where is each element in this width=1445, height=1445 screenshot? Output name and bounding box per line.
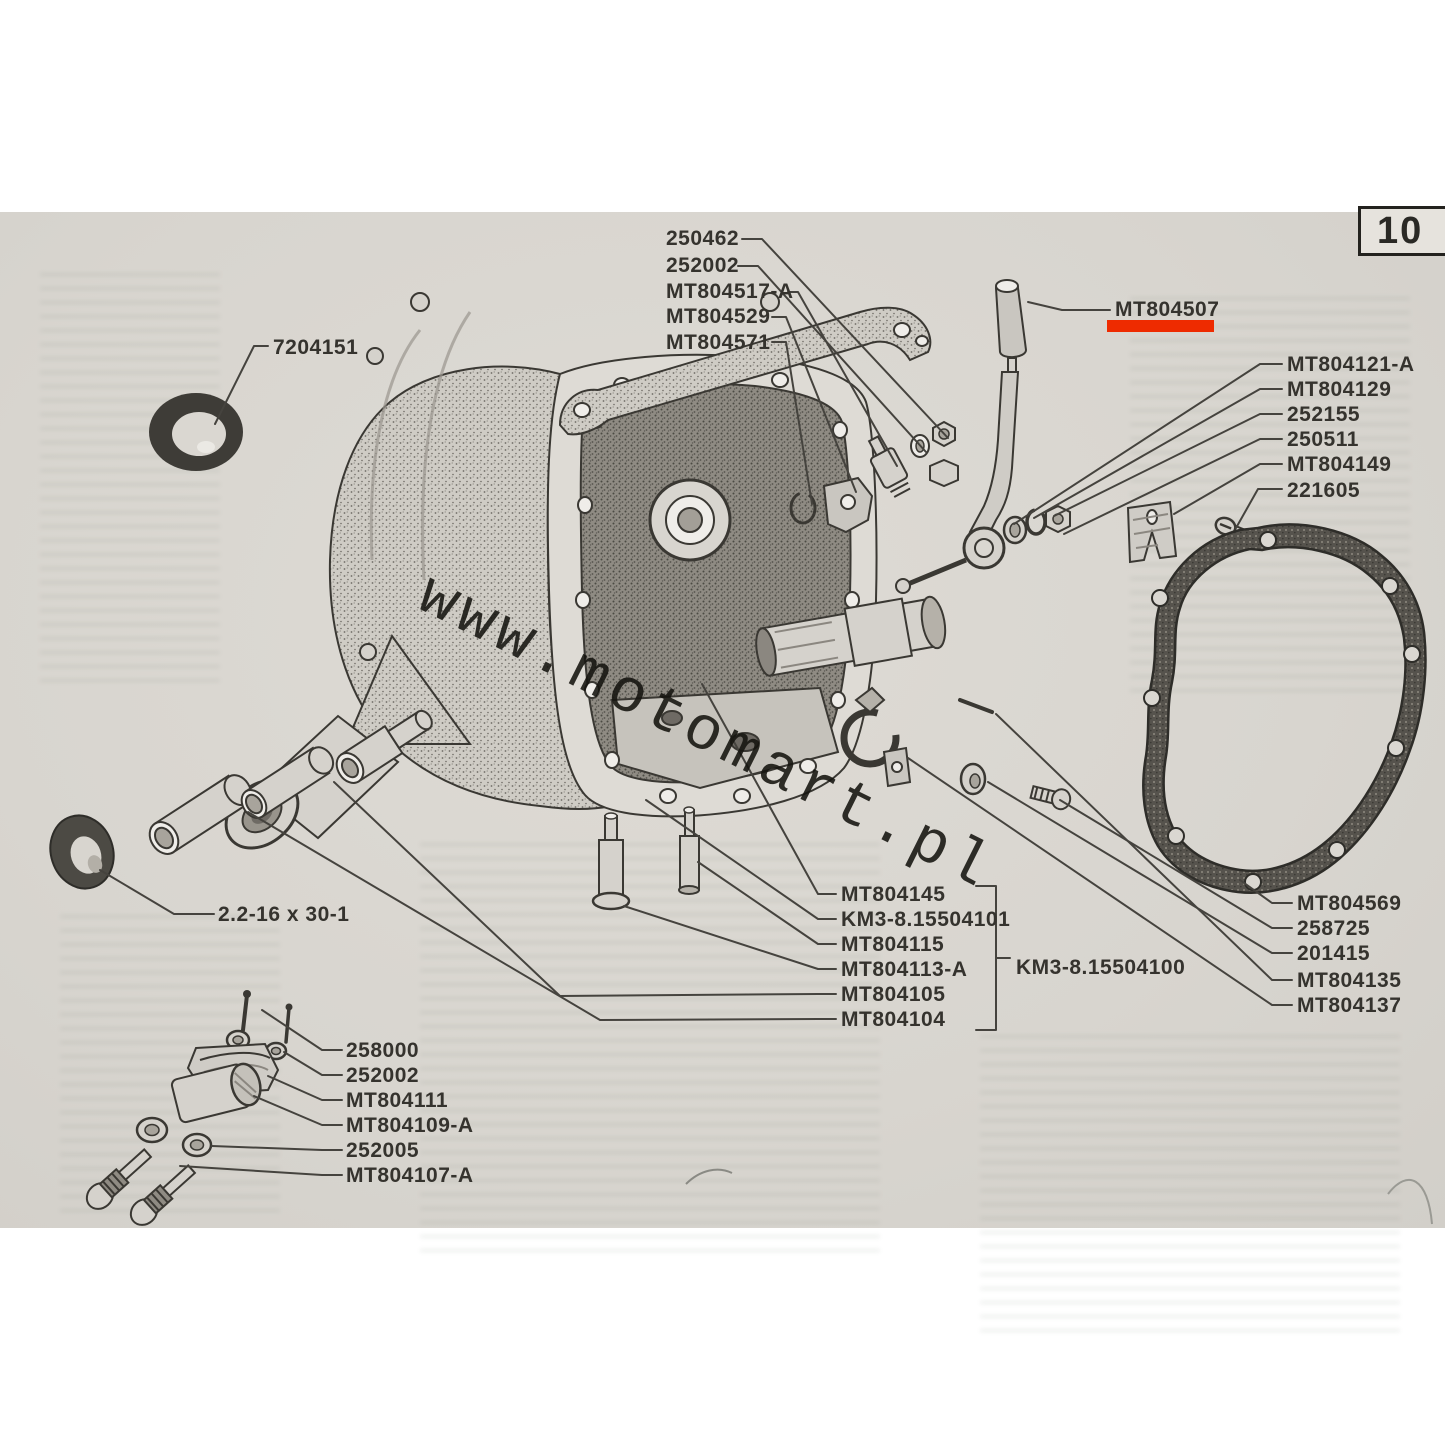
part-number-label: MT804135 — [1297, 969, 1401, 992]
gear-lever-drawing — [895, 279, 1071, 594]
bushing-tubes-drawing — [148, 709, 433, 855]
part-number-label: MT804107-A — [346, 1164, 474, 1187]
part-number-label: MT804571 — [666, 331, 770, 354]
reverse-text-bleed — [980, 1032, 1400, 1332]
part-number-label: 250511 — [1287, 428, 1359, 451]
stud-drawings — [591, 806, 700, 911]
part-number-label: MT804149 — [1287, 453, 1391, 476]
part-number-label: MT804145 — [841, 883, 945, 906]
leader-lines — [99, 238, 1293, 1176]
part-number-label: 252155 — [1287, 403, 1360, 426]
part-number-label: KM3-8.15504101 — [841, 908, 1010, 931]
selector-shaft-drawing — [755, 595, 947, 677]
part-number-label: MT804529 — [666, 305, 770, 328]
part-number-label: 201415 — [1297, 942, 1370, 965]
part-number-label: 252005 — [346, 1139, 419, 1162]
part-number-label: MT804109-A — [346, 1114, 474, 1137]
lock-plate-drawing — [1126, 500, 1178, 564]
oil-seal-drawing — [149, 393, 243, 471]
part-number-label: MT804104 — [841, 1008, 945, 1031]
part-number-label: MT804137 — [1297, 994, 1401, 1017]
part-number-label: MT804105 — [841, 983, 945, 1006]
pencil-marks — [685, 1168, 1433, 1225]
clutch-bracket-cluster-drawing — [85, 990, 293, 1226]
part-number-label: 7204151 — [273, 336, 358, 359]
reverse-text-bleed — [40, 262, 220, 682]
part-number-label: 250462 — [666, 227, 739, 250]
part-number-label-highlighted: MT804507 — [1115, 298, 1219, 321]
part-number-group-label: KM3-8.15504100 — [1016, 956, 1185, 979]
cover-gasket-drawing — [1142, 523, 1427, 894]
part-number-label: MT804115 — [841, 933, 944, 956]
highlight-underline — [1107, 320, 1214, 332]
clamp-pin-washer-bolt-parts — [840, 686, 1072, 811]
part-number-label: MT804111 — [346, 1089, 448, 1112]
part-number-label: 2.2-16 x 30-1 — [218, 903, 349, 926]
part-number-label: MT804129 — [1287, 378, 1391, 401]
reverse-text-bleed — [420, 832, 880, 1252]
part-number-label: MT804569 — [1297, 892, 1401, 915]
part-number-label: 252002 — [666, 254, 739, 277]
part-number-label: MT804113-A — [841, 958, 967, 981]
part-number-label: 258000 — [346, 1039, 419, 1062]
part-number-label: MT804517-A — [666, 280, 794, 303]
page-number: 10 — [1377, 209, 1424, 252]
page-number-box: 10 — [1358, 206, 1445, 256]
part-number-labels: 250462 252002 MT804517-A MT804529 MT8045… — [218, 227, 1415, 1187]
part-number-label: MT804121-A — [1287, 353, 1415, 376]
part-number-label: 258725 — [1297, 917, 1370, 940]
part-number-label: 221605 — [1287, 479, 1360, 502]
bearing-ring-drawing — [49, 814, 115, 890]
part-number-label: 252002 — [346, 1064, 419, 1087]
